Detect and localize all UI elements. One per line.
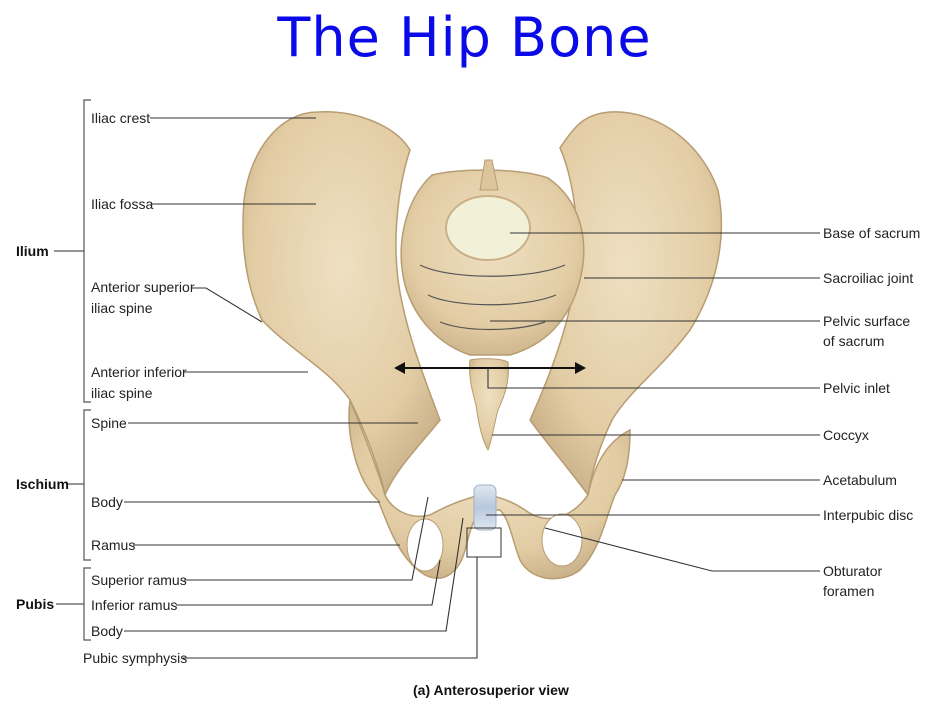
label-aiis-line1: Anterior inferior (91, 364, 187, 380)
label-inferior-ramus: Inferior ramus (91, 597, 177, 613)
ilium-bracket (83, 99, 91, 403)
label-superior-ramus: Superior ramus (91, 572, 187, 588)
label-pubic-symphysis: Pubic symphysis (83, 650, 187, 666)
right-obturator-foramen (541, 513, 583, 567)
label-base-of-sacrum: Base of sacrum (823, 225, 920, 241)
sacrum (400, 169, 585, 356)
label-pelvic-inlet: Pelvic inlet (823, 380, 890, 396)
group-ischium: Ischium (16, 476, 69, 492)
interpubic-disc (473, 484, 497, 531)
label-acetabulum: Acetabulum (823, 472, 897, 488)
pubis-bracket (83, 567, 91, 641)
label-pelvic-surface-line2: of sacrum (823, 333, 884, 349)
label-interpubic-disc: Interpubic disc (823, 507, 913, 523)
left-obturator-foramen (406, 518, 444, 572)
label-asis-line1: Anterior superior (91, 279, 195, 295)
coccyx (469, 358, 509, 452)
label-ischium-body: Body (91, 494, 123, 510)
label-asis-line2: iliac spine (91, 300, 153, 316)
page-title: The Hip Bone (277, 6, 652, 69)
label-sacroiliac-joint: Sacroiliac joint (823, 270, 913, 286)
label-iliac-crest: Iliac crest (91, 110, 150, 126)
label-obturator-line1: Obturator (823, 563, 882, 579)
label-obturator-line2: foramen (823, 583, 874, 599)
pelvis-illustration (242, 111, 723, 580)
group-pubis: Pubis (16, 596, 54, 612)
ischium-bracket (83, 409, 91, 561)
sacral-spinous-process (479, 159, 499, 191)
group-ilium: Ilium (16, 243, 49, 259)
label-iliac-fossa: Iliac fossa (91, 196, 153, 212)
base-of-sacrum-surface (445, 195, 531, 261)
label-aiis-line2: iliac spine (91, 385, 153, 401)
label-pelvic-surface-line1: Pelvic surface (823, 313, 910, 329)
label-coccyx: Coccyx (823, 427, 869, 443)
label-spine: Spine (91, 415, 127, 431)
left-ilium (242, 111, 441, 498)
label-pubis-body: Body (91, 623, 123, 639)
label-ramus: Ramus (91, 537, 135, 553)
figure-caption: (a) Anterosuperior view (413, 682, 569, 698)
